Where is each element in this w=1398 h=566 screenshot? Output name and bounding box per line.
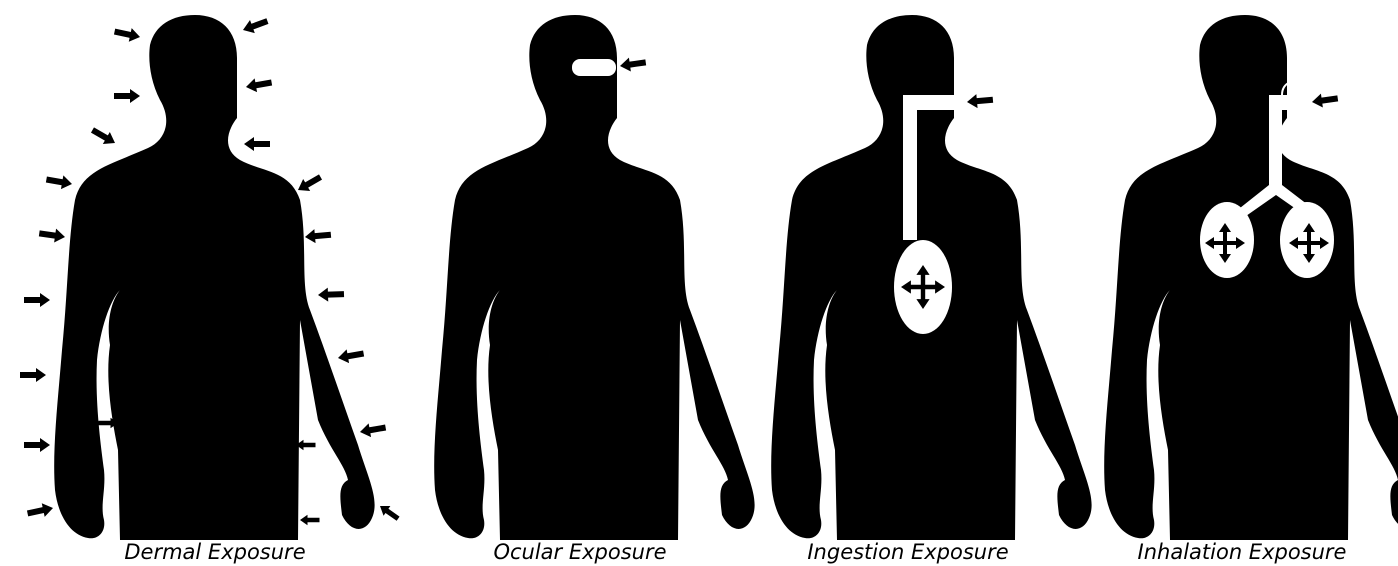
inhalation-silhouette xyxy=(1104,15,1398,540)
arrow-icon xyxy=(295,171,325,196)
dermal-panel xyxy=(20,15,402,540)
arrow-icon xyxy=(337,347,365,365)
arrow-icon xyxy=(20,368,46,382)
eye-band xyxy=(572,59,616,76)
arrow-icon xyxy=(244,137,270,151)
arrow-icon xyxy=(24,438,50,452)
arrow-icon xyxy=(318,287,344,302)
dermal-silhouette xyxy=(54,15,374,540)
arrow-icon xyxy=(304,228,331,244)
arrow-icon xyxy=(26,501,54,520)
caption-ingestion: Ingestion Exposure xyxy=(758,540,1058,564)
arrow-icon xyxy=(38,226,66,243)
arrow-icon xyxy=(377,501,402,523)
arrow-icon xyxy=(24,293,50,307)
inhalation-panel xyxy=(1104,15,1398,540)
ocular-silhouette xyxy=(434,15,754,540)
ingestion-panel xyxy=(771,15,1091,540)
arrow-icon xyxy=(113,25,141,44)
arrow-icon xyxy=(245,76,273,94)
arrow-icon xyxy=(241,15,270,37)
caption-ocular: Ocular Exposure xyxy=(430,540,730,564)
arrow-icon xyxy=(89,124,119,149)
arrow-icon xyxy=(114,89,140,103)
arrow-icon xyxy=(359,421,387,439)
arrow-icon xyxy=(300,515,320,526)
arrow-icon xyxy=(966,93,993,109)
caption-dermal: Dermal Exposure xyxy=(65,540,365,564)
arrow-icon xyxy=(1311,91,1339,108)
arrow-icon xyxy=(296,440,316,451)
ocular-panel xyxy=(434,15,754,540)
arrow-icon xyxy=(45,173,73,191)
arrow-icon xyxy=(619,55,647,72)
caption-inhalation: Inhalation Exposure xyxy=(1092,540,1392,564)
